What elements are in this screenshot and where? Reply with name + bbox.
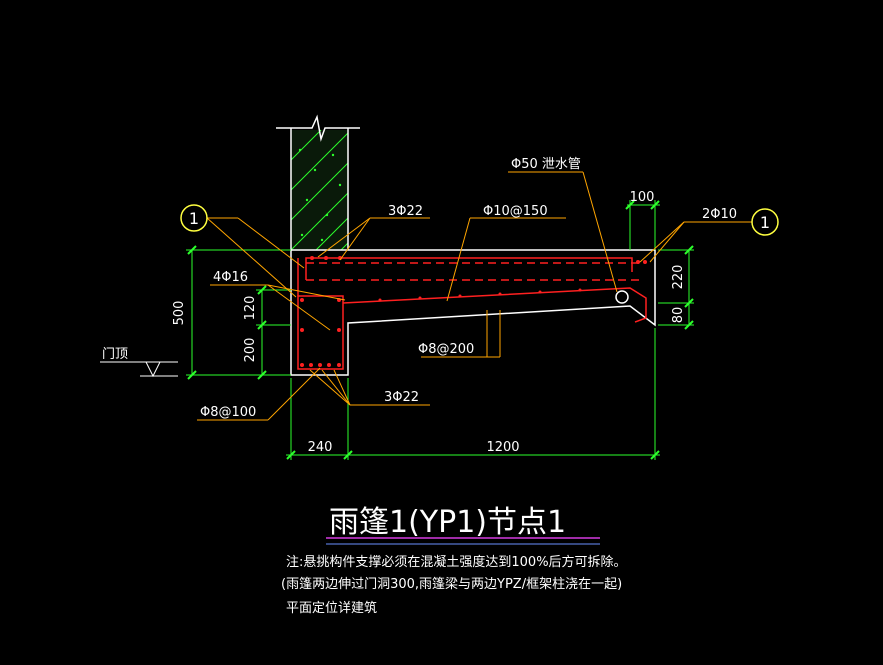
label-side-bars: 4Φ16	[213, 270, 248, 285]
label-drain-pipe: Φ50 泄水管	[511, 157, 581, 172]
label-top-bars: 3Φ22	[388, 204, 423, 219]
wall	[276, 114, 360, 251]
dim-edge-upper: 220	[671, 265, 686, 290]
dim-edge-width: 100	[630, 190, 655, 205]
label-edge-bars: 2Φ10	[702, 207, 737, 222]
note-line-1: 注:悬挑构件支撑必须在混凝土强度达到100%后方可拆除。	[286, 554, 627, 570]
dim-beam-lower: 200	[243, 338, 258, 363]
slab-top-bar	[305, 257, 633, 280]
rebar-group	[297, 257, 647, 370]
beam-stirrup	[297, 295, 344, 370]
notes: 注:悬挑构件支撑必须在混凝土强度达到100%后方可拆除。 (雨篷两边伸过门洞30…	[281, 554, 627, 616]
rebar-dots	[300, 256, 647, 367]
wall-fill	[291, 130, 348, 250]
slab-bottom-bar	[342, 287, 647, 323]
callout-right-circle	[751, 208, 779, 236]
label-beam-stirrups: Φ8@100	[200, 405, 256, 420]
dimension-lines	[186, 200, 694, 460]
hidden-bars	[306, 262, 640, 281]
drawing-title: 雨篷1(YP1)节点1	[329, 505, 566, 540]
dimension-labels: 500 120 200 240 1200 100 220 80	[172, 190, 686, 455]
callout-left-number: 1	[189, 209, 199, 228]
label-door-top: 门顶	[102, 347, 128, 362]
label-slab-distribution-bars: Φ10@150	[483, 204, 548, 219]
door-top-level-symbol	[100, 361, 178, 378]
wall-hatch	[290, 129, 349, 251]
note-line-3: 平面定位详建筑	[286, 600, 377, 616]
drain-pipe-symbol	[615, 290, 629, 304]
callout-right: 1	[751, 208, 779, 236]
wall-hatch-dots	[298, 148, 342, 242]
label-slab-stirrups: Φ8@200	[418, 342, 474, 357]
dim-canopy-length: 1200	[486, 440, 519, 455]
callout-right-number: 1	[760, 213, 770, 232]
concrete-outline	[290, 249, 656, 376]
label-bottom-bars: 3Φ22	[384, 390, 419, 405]
callout-left-circle	[180, 204, 208, 232]
dim-beam-height: 500	[172, 301, 187, 326]
leader-lines	[197, 171, 752, 421]
note-line-2: (雨篷两边伸过门洞300,雨篷梁与两边YPZ/框架柱浇在一起)	[281, 577, 622, 592]
break-line-symbol	[276, 114, 360, 142]
dim-beam-upper: 120	[243, 296, 258, 321]
dimension-ticks	[187, 200, 694, 460]
callout-left: 1	[180, 204, 208, 232]
dim-edge-lower: 80	[671, 307, 686, 324]
dim-wall-width: 240	[308, 440, 333, 455]
annotations: Φ50 泄水管 3Φ22 Φ10@150 2Φ10 4Φ16 Φ8@200 Φ8…	[102, 157, 737, 420]
